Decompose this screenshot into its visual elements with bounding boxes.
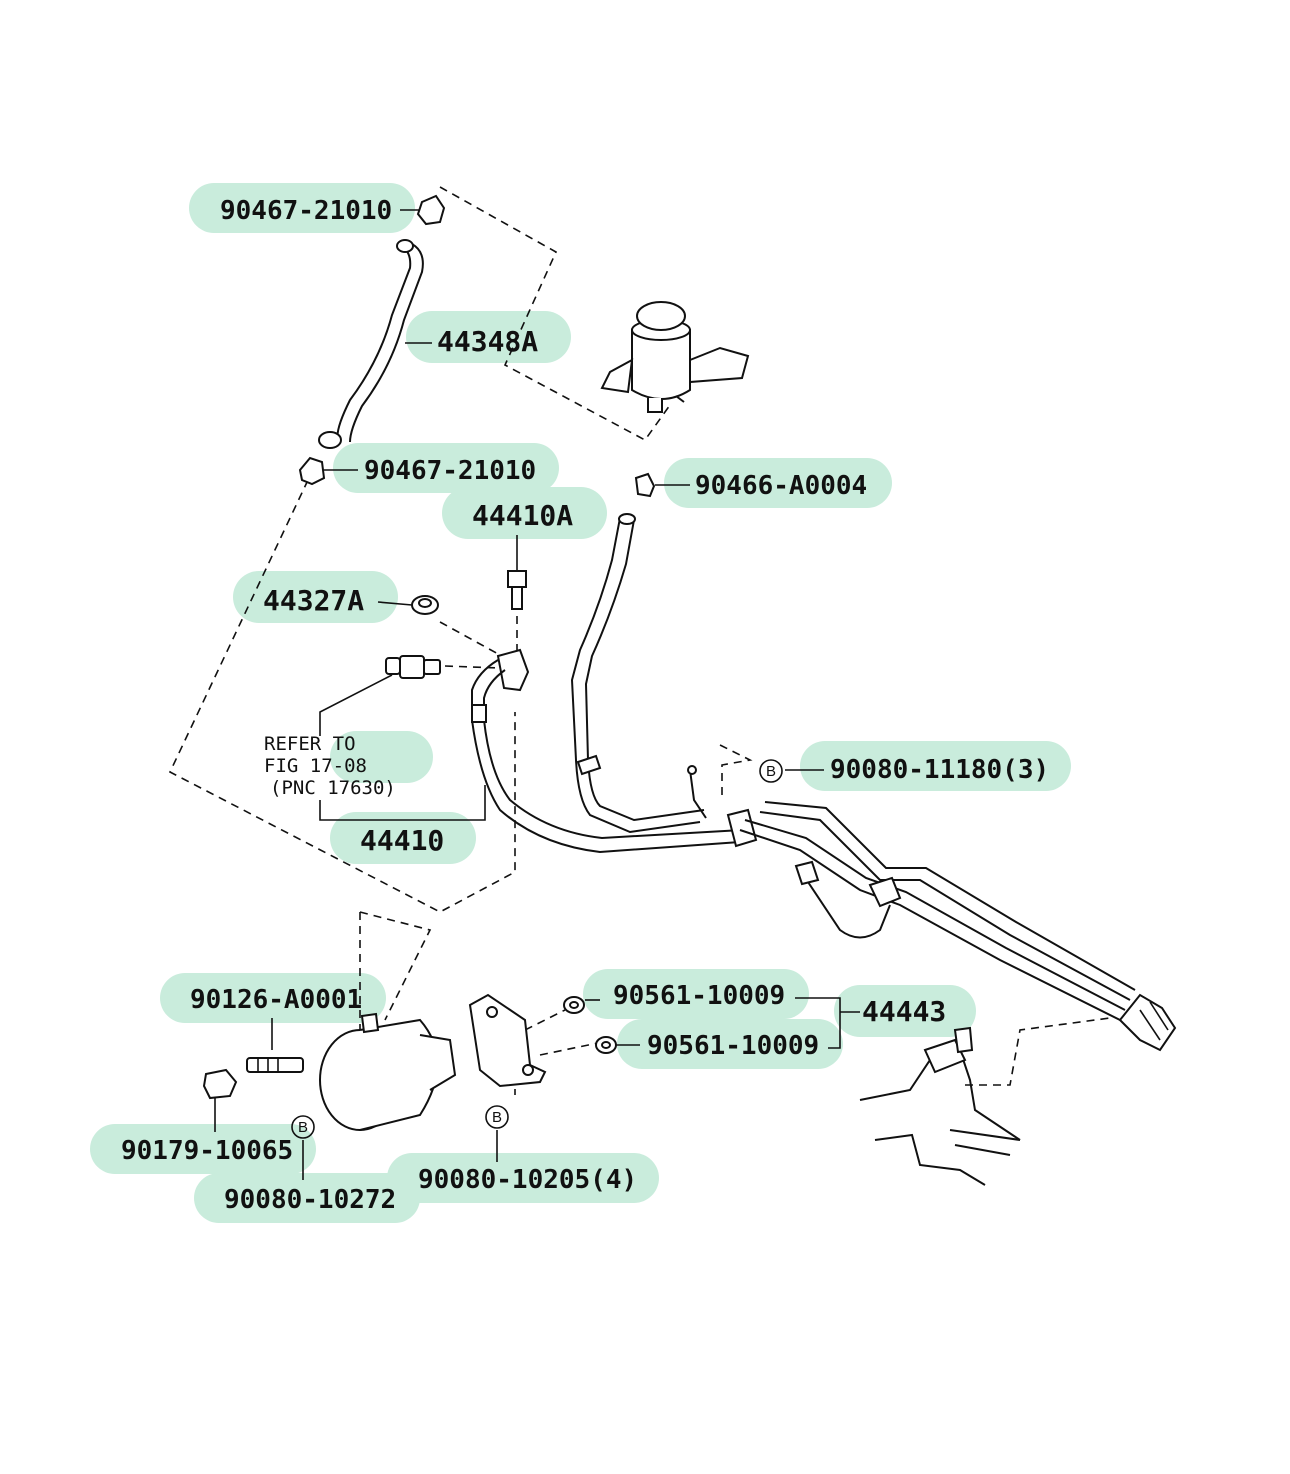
reference-note-line3: (PNC 17630) — [270, 777, 396, 799]
gasket-44327A — [411, 595, 439, 615]
callout-90466-A0004[interactable]: 90466-A0004 — [695, 471, 867, 501]
pressure-lines — [739, 801, 1136, 1021]
callout-90126-A0001[interactable]: 90126-A0001 — [190, 985, 362, 1015]
marker-b-pump-text: B — [298, 1119, 308, 1136]
reference-note: REFER TO FIG 17-08 (PNC 17630) — [264, 733, 396, 799]
fitting-manifold — [1118, 993, 1177, 1052]
pressure-switch — [385, 655, 441, 679]
callout-44327A[interactable]: 44327A — [263, 584, 364, 617]
callout-90561-10009-lower[interactable]: 90561-10009 — [647, 1031, 819, 1061]
callout-90467-21010-lower[interactable]: 90467-21010 — [364, 456, 536, 486]
clamp-lower — [298, 456, 326, 486]
callout-44410A[interactable]: 44410A — [472, 499, 573, 532]
callout-90467-21010-top[interactable]: 90467-21010 — [220, 196, 392, 226]
marker-b-bracket: B — [485, 1105, 509, 1129]
callout-labels: 90467-21010 44348A 90467-21010 90466-A00… — [121, 196, 1049, 1215]
supply-hose — [570, 513, 705, 834]
steering-gear — [859, 1026, 1021, 1186]
callout-90179-10065[interactable]: 90179-10065 — [121, 1136, 293, 1166]
bracket-b-upper — [687, 765, 707, 819]
pump-bracket — [468, 993, 547, 1088]
assembly-guides — [168, 186, 1111, 1095]
callout-90080-10272[interactable]: 90080-10272 — [224, 1185, 396, 1215]
callout-90561-10009-upper[interactable]: 90561-10009 — [613, 981, 785, 1011]
callout-90080-11180[interactable]: 90080-11180(3) — [830, 755, 1049, 785]
return-hose-44348A — [318, 239, 424, 449]
reservoir-tank — [600, 301, 750, 413]
reference-note-line1: REFER TO — [264, 733, 356, 755]
stud-bolt-90126 — [246, 1057, 304, 1073]
marker-b-bracket-text: B — [492, 1109, 502, 1126]
callout-highlights — [90, 183, 1071, 1223]
pressure-tube-44410 — [471, 648, 758, 854]
spacer-collars — [563, 996, 617, 1054]
callout-44410[interactable]: 44410 — [360, 824, 444, 857]
callout-90080-10205[interactable]: 90080-10205(4) — [418, 1165, 637, 1195]
clamp-upper — [416, 194, 446, 226]
marker-b-pump: B — [291, 1115, 315, 1139]
marker-b-upper-text: B — [766, 763, 776, 780]
union-bolt-44410A — [507, 570, 527, 610]
reference-note-line2: FIG 17-08 — [264, 755, 367, 777]
nut-90179 — [202, 1068, 238, 1100]
clip-90466 — [634, 472, 656, 498]
marker-b-upper: B — [759, 759, 783, 783]
power-steering-pump — [319, 1012, 457, 1131]
callout-44348A[interactable]: 44348A — [437, 325, 538, 358]
callout-44443[interactable]: 44443 — [862, 995, 946, 1028]
